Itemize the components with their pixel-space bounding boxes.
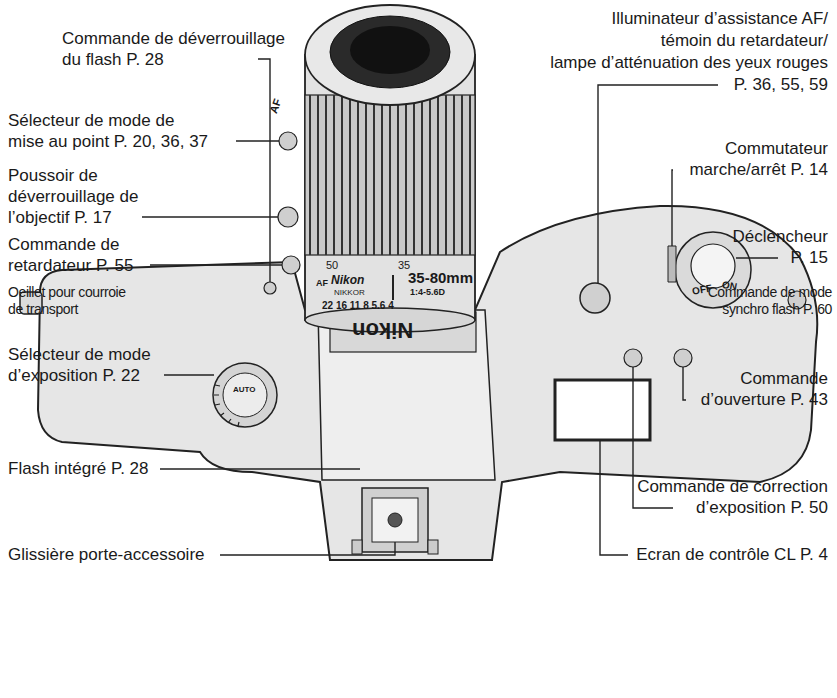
label-line: Commande de correction (637, 476, 828, 497)
part-callout: Commande d’ouverture P. 43 (701, 368, 828, 410)
label-line: 1:4-5.6D (410, 287, 445, 297)
label-line: de transport (8, 301, 126, 318)
switch-marking: ON (721, 279, 738, 292)
af-illuminator (580, 283, 610, 313)
part-callout: Flash intégré P. 28 (8, 458, 149, 479)
label-line: Sélecteur de mode (8, 344, 151, 365)
part-callout: Glissière porte-accessoire (8, 544, 205, 565)
lens-focal-range: 35-80mm (408, 270, 473, 286)
exposure-comp-button (624, 349, 642, 367)
label-line: d’ouverture P. 43 (701, 389, 828, 410)
label-line: 50 (326, 259, 338, 271)
label-line: Illuminateur d’assistance AF/ (550, 8, 828, 30)
label-line: Sélecteur de mode de (8, 110, 208, 131)
flash-housing (318, 310, 495, 480)
focus-selector (279, 132, 297, 150)
label-line: déverrouillage de (8, 186, 138, 207)
label-line: Nikon (352, 318, 413, 342)
label-line: AF (316, 278, 328, 288)
label-line: mise au point P. 20, 36, 37 (8, 131, 208, 152)
label-line: Commande de (8, 234, 133, 255)
label-line: Flash intégré P. 28 (8, 458, 149, 479)
aperture-button (674, 349, 692, 367)
lens-brand: Nikon (331, 274, 364, 287)
label-line: témoin du retardateur/ (550, 30, 828, 52)
part-callout: Ecran de contrôle CL P. 4 (636, 544, 828, 565)
mode-dial (213, 363, 277, 427)
part-callout: Commande de déverrouillage du flash P. 2… (62, 28, 285, 70)
dial-marking: AUTO (233, 385, 256, 394)
label-line: 22 16 11 8 5.6 4 (322, 300, 394, 311)
part-callout: Commutateur marche/arrêt P. 14 (689, 138, 828, 180)
part-callout: Commande de retardateur P. 55 (8, 234, 133, 276)
label-line: Oeillet pour courroie (8, 284, 126, 301)
lens-scale-number: 50 (326, 259, 338, 271)
lens-release-button (278, 207, 298, 227)
label-line: 35-80mm (408, 270, 473, 286)
lens-aperture-range: 1:4-5.6D (410, 287, 445, 297)
label-line: retardateur P. 55 (8, 255, 133, 276)
lens-marking: AF (316, 278, 328, 288)
label-line: ON (721, 279, 738, 292)
self-timer-button (282, 256, 300, 274)
label-line: AF (267, 97, 283, 115)
label-line: Glissière porte-accessoire (8, 544, 205, 565)
part-callout: Sélecteur de mode de mise au point P. 20… (8, 110, 208, 152)
label-line: Poussoir de (8, 165, 138, 186)
part-callout: Commande de correction d’exposition P. 5… (637, 476, 828, 518)
label-line: Ecran de contrôle CL P. 4 (636, 544, 828, 565)
label-line: Commande (701, 368, 828, 389)
label-line: d’exposition P. 22 (8, 365, 151, 386)
part-callout: Sélecteur de mode d’exposition P. 22 (8, 344, 151, 386)
control-marking: AF (267, 97, 283, 115)
label-line: synchro flash P. 60 (708, 301, 832, 318)
label-line: P. 15 (733, 247, 828, 268)
lcd-panel (555, 380, 650, 440)
label-line: du flash P. 28 (62, 49, 285, 70)
part-callout: Poussoir de déverrouillage de l’objectif… (8, 165, 138, 228)
label-line: Déclencheur (733, 226, 828, 247)
body-brand: Nikon (352, 318, 413, 342)
part-callout: Illuminateur d’assistance AF/ témoin du … (550, 8, 828, 96)
label-line: AUTO (233, 385, 256, 394)
label-line: P. 36, 55, 59 (550, 74, 828, 96)
label-line: marche/arrêt P. 14 (689, 159, 828, 180)
lens-marking: NIKKOR (334, 288, 365, 297)
part-callout: Déclencheur P. 15 (733, 226, 828, 268)
label-line: Commande de déverrouillage (62, 28, 285, 49)
flash-release-button (264, 282, 276, 294)
label-line: Commutateur (689, 138, 828, 159)
label-line: d’exposition P. 50 (637, 497, 828, 518)
aperture-scale: 22 16 11 8 5.6 4 (322, 300, 394, 311)
lens (305, 5, 475, 332)
part-callout: Oeillet pour courroie de transport (8, 284, 126, 318)
label-line: NIKKOR (334, 288, 365, 297)
label-line: l’objectif P. 17 (8, 207, 138, 228)
label-line: lampe d’atténuation des yeux rouges (550, 52, 828, 74)
label-line: Nikon (331, 274, 364, 287)
